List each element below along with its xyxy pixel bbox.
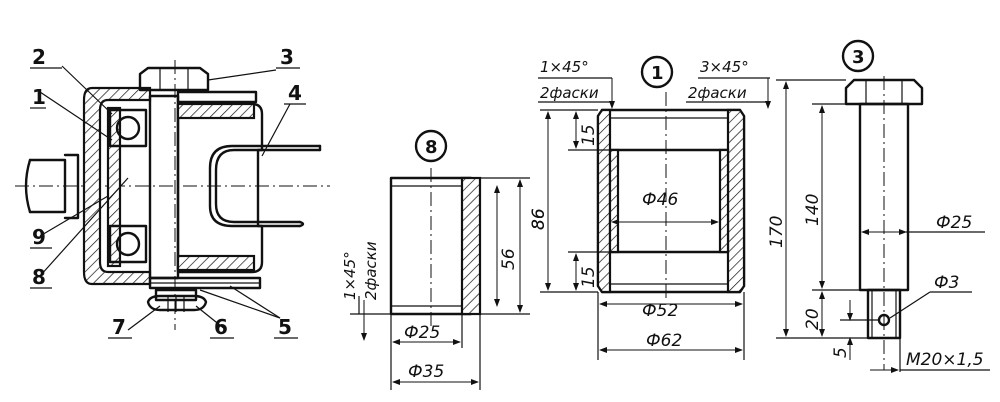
- label-7: 7: [112, 315, 126, 339]
- assembly-view: 2 1 3 4 9 8 7 6 5: [15, 45, 330, 339]
- part-8-outer-diameter: Ф35: [408, 362, 444, 382]
- part-1-outer-diameter: Ф62: [646, 331, 682, 351]
- part-8-inner-diameter: Ф25: [404, 323, 440, 343]
- part-8-chamfer-note: 2фаски: [362, 241, 380, 300]
- part-1-chamfer-left-note: 2фаски: [540, 84, 599, 102]
- part-3-hole-offset: 5: [831, 347, 851, 358]
- part-8-number: 8: [425, 137, 438, 158]
- label-2: 2: [32, 45, 46, 69]
- part-1-seat-bottom: 15: [579, 266, 599, 288]
- part-8-inner-length: 56: [499, 248, 519, 270]
- part-1-bore-diameter: Ф46: [642, 190, 678, 210]
- part-1-chamfer-right: 3×45°: [700, 58, 749, 76]
- label-5: 5: [278, 315, 292, 339]
- label-1: 1: [32, 85, 46, 109]
- part-1-chamfer-right-note: 2фаски: [688, 84, 747, 102]
- part-3-thread-spec: M20×1,5: [906, 350, 984, 370]
- label-9: 9: [32, 225, 46, 249]
- part-1-length: 86: [529, 208, 549, 230]
- part-8-length: 86: [529, 208, 549, 230]
- part-8-chamfer: 1×45°: [341, 251, 359, 300]
- part-1-number: 1: [651, 63, 664, 84]
- part-1-seat-diameter: Ф52: [642, 301, 678, 321]
- part-1-chamfer-left: 1×45°: [540, 58, 589, 76]
- label-6: 6: [214, 315, 228, 339]
- part-8-drawing: 8 1×45° 2фаски 86 56 Ф25 Ф35: [341, 129, 549, 390]
- label-3: 3: [280, 45, 294, 69]
- part-3-drawing: 3 170 140 20 5 Ф25: [767, 39, 990, 373]
- part-3-hole-diameter: Ф3: [934, 273, 959, 293]
- part-3-shank-diameter: Ф25: [936, 213, 972, 233]
- label-8: 8: [32, 265, 46, 289]
- part-3-total-length: 170: [767, 216, 787, 248]
- part-1-drawing: 1 1×45° 2фаски 3×45° 2фаски 86: [529, 55, 771, 360]
- part-3-thread-length: 20: [803, 308, 823, 330]
- part-3-shank-length: 140: [803, 194, 823, 226]
- part-3-number: 3: [852, 47, 865, 68]
- part-1-seat-top: 15: [579, 124, 599, 146]
- label-4: 4: [288, 81, 302, 105]
